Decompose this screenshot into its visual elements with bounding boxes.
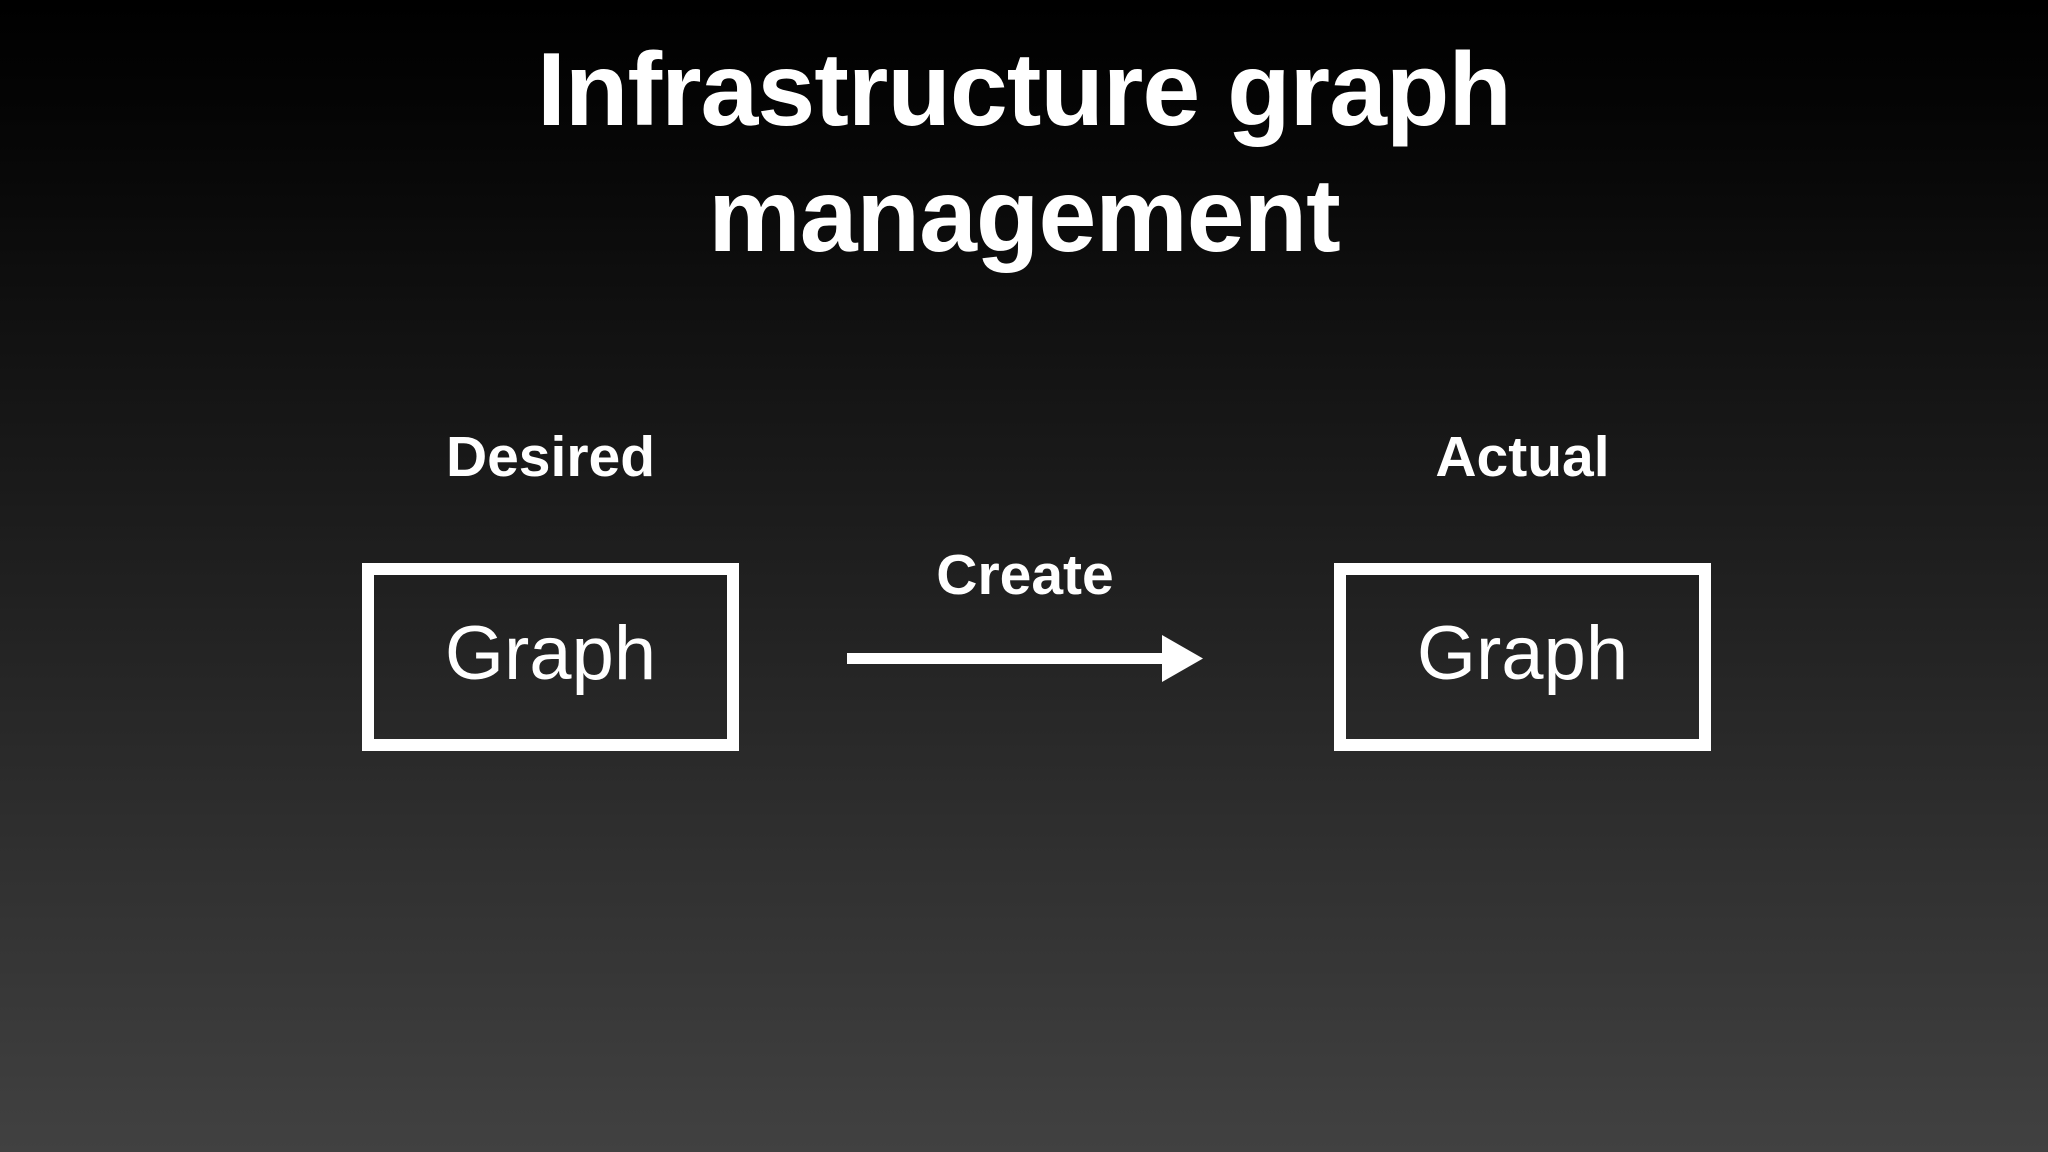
desired-graph-box-text: Graph xyxy=(444,611,657,696)
title-line-2: management xyxy=(708,157,1341,274)
slide-title: Infrastructure graph management xyxy=(0,28,2048,280)
actual-label: Actual xyxy=(1435,425,1610,489)
create-label: Create xyxy=(936,543,1114,607)
title-line-1: Infrastructure graph xyxy=(537,32,1512,148)
actual-graph-box-text: Graph xyxy=(1416,611,1629,696)
desired-label: Desired xyxy=(445,425,656,489)
desired-graph-box: Graph xyxy=(362,563,739,751)
actual-graph-box: Graph xyxy=(1334,563,1711,751)
right-arrow-icon xyxy=(847,635,1203,682)
